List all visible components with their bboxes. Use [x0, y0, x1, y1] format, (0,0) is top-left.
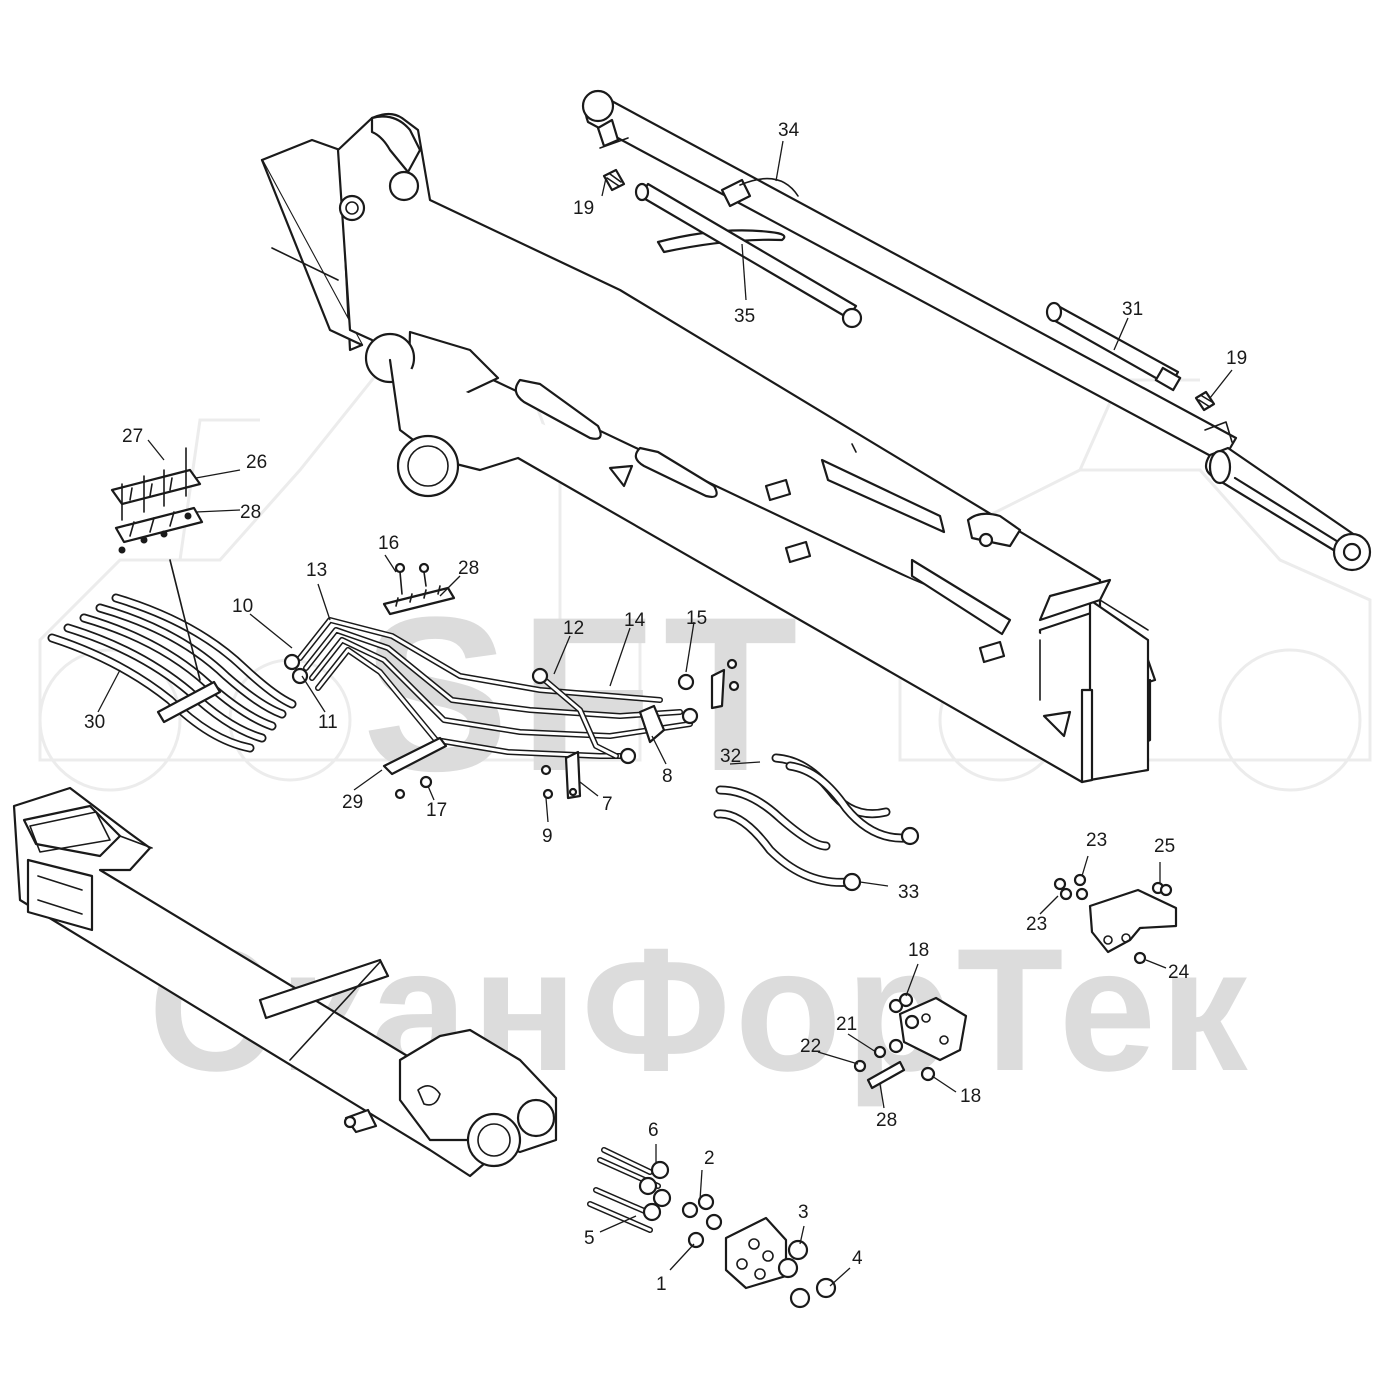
callout-24: 25: [1154, 836, 1175, 857]
hoses-32-33: [713, 753, 920, 892]
callout-12: 12: [563, 618, 584, 639]
callout-18-bottom: 18: [960, 1086, 981, 1107]
fittings-1-2: [681, 1193, 723, 1249]
grease-fitting-19-top: [602, 168, 626, 192]
callout-27: 28: [240, 502, 261, 523]
callout-11: 11: [318, 712, 338, 733]
callout-3: 3: [798, 1202, 809, 1223]
plate-29: [382, 736, 448, 776]
callout-29: 29: [342, 792, 363, 813]
callout-31: 31: [1122, 299, 1143, 320]
callout-28-bottom: 28: [876, 1110, 897, 1131]
callout-30: 30: [84, 712, 105, 733]
callout-5: 5: [584, 1228, 595, 1249]
callout-25: 26: [246, 452, 267, 473]
fittings-3-4: [777, 1239, 837, 1309]
hose-bundle-30: [47, 559, 297, 753]
hydraulic-pipes: [283, 617, 699, 765]
callout-19-right: 19: [1226, 348, 1247, 369]
callout-1: 1: [656, 1274, 667, 1295]
callout-8: 8: [662, 766, 673, 787]
clamp-strip-28-top: [382, 585, 456, 616]
hoses-5-6: [587, 1147, 672, 1233]
nut-17: [394, 775, 433, 800]
callout-2: 2: [704, 1148, 715, 1169]
boom-pins: [764, 443, 1006, 664]
callout-10: 10: [232, 596, 253, 617]
callout-19-top: 19: [573, 198, 594, 219]
bolts-16: [394, 562, 430, 595]
bracket-7: [564, 750, 582, 800]
lube-tube-35: [634, 182, 863, 329]
bracket-8: [638, 704, 666, 744]
hydraulic-cylinder: [581, 89, 1372, 572]
dipper-arm: [12, 786, 558, 1178]
callout-35: 35: [734, 306, 755, 327]
callout-23-top: 23: [1086, 830, 1107, 851]
callout-26: 27: [122, 426, 143, 447]
main-boom: [260, 112, 1157, 784]
tube-31: [1045, 301, 1182, 392]
manifold-block-18: [853, 992, 968, 1090]
callout-9: 9: [542, 826, 553, 847]
callout-32: 32: [720, 746, 741, 767]
callout-14: 14: [624, 610, 646, 631]
callout-17: 17: [426, 800, 447, 821]
callout-23-bottom: 24: [1168, 962, 1190, 983]
callout-16: 16: [378, 533, 399, 554]
bolt-9: [540, 764, 554, 800]
callout-13: 13: [306, 560, 327, 581]
callout-7: 7: [602, 794, 613, 815]
leader-lines: [97, 140, 1233, 1287]
grease-fitting-19-right: [1194, 390, 1216, 412]
bracket-block-22-24: [1053, 873, 1178, 965]
callout-15: 15: [686, 608, 707, 629]
callout-33: 33: [898, 882, 919, 903]
callout-22: 23: [1026, 914, 1047, 935]
callout-28-top: 28: [458, 558, 479, 579]
callout-labels: 34 19 35 31 19 27 26 28 16 28 13 10 12 1…: [84, 120, 1247, 1295]
callout-20: 21: [836, 1014, 857, 1035]
callout-34: 34: [778, 120, 800, 141]
bracket-15: [710, 658, 740, 710]
boom-hose-clamp: [910, 512, 1112, 636]
callout-6: 6: [648, 1120, 659, 1141]
hose-clamp-stack: [110, 447, 204, 554]
callout-4: 4: [852, 1248, 863, 1269]
callout-18-top: 18: [908, 940, 929, 961]
manifold-block-lower: [724, 1216, 788, 1290]
callout-21: 22: [800, 1036, 821, 1057]
